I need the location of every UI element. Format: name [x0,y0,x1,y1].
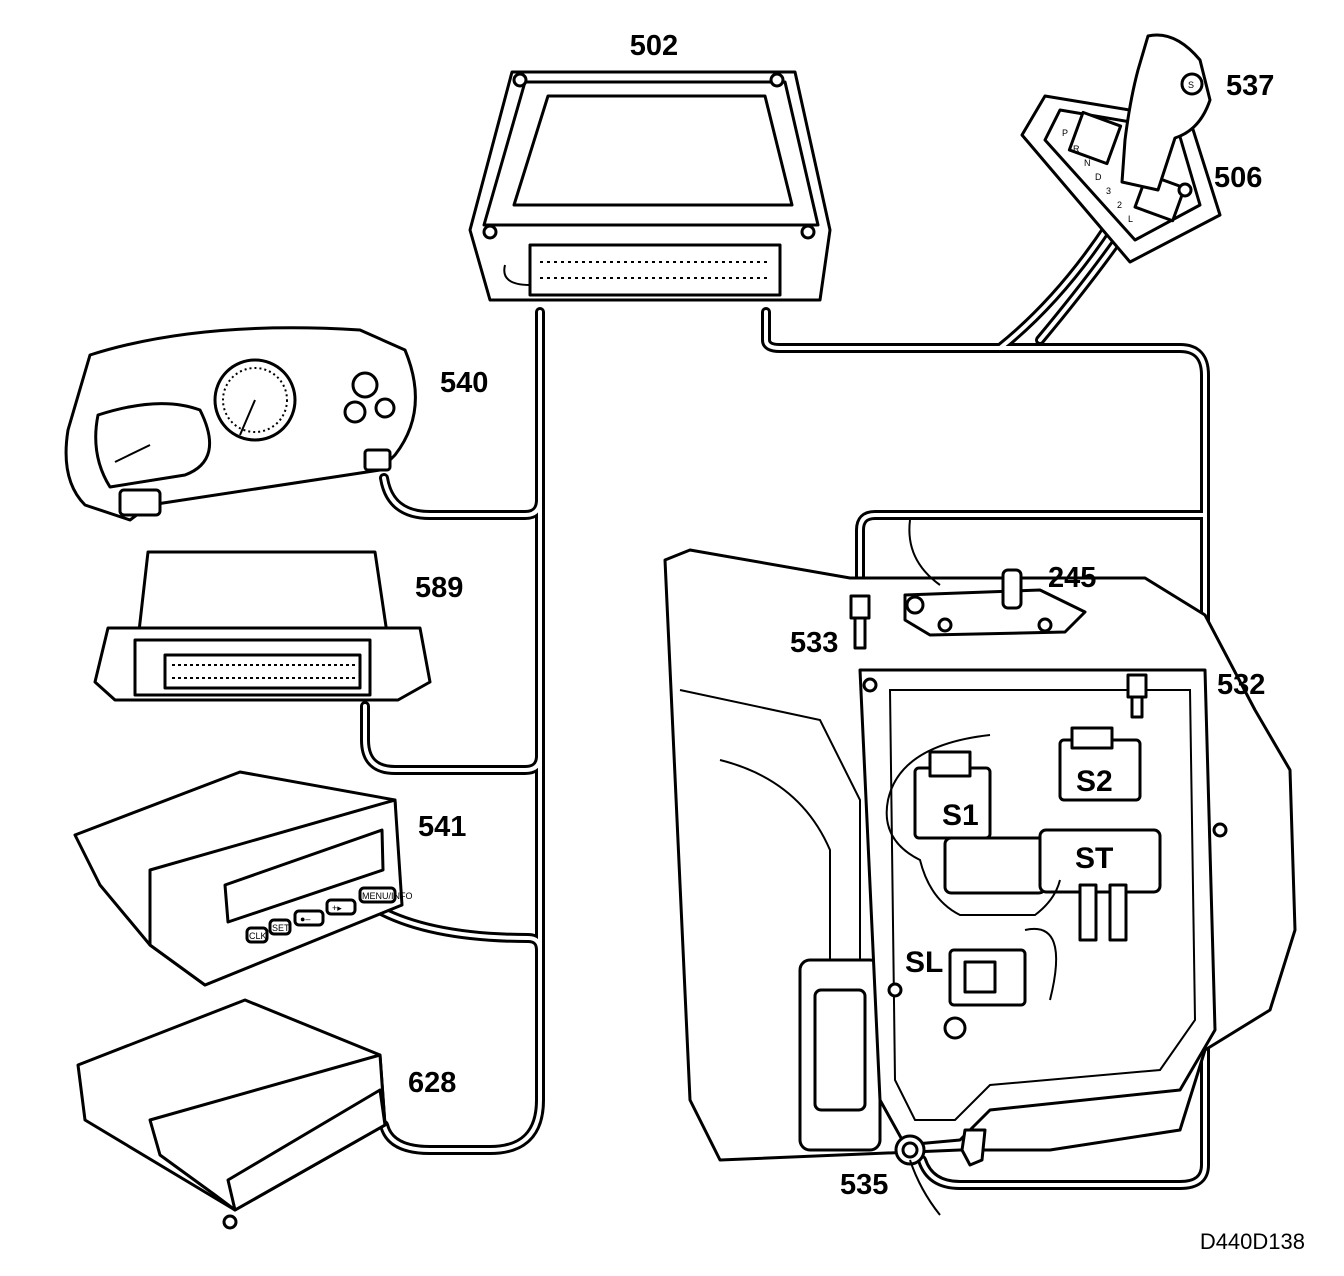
solenoid-labels: S1 S2 ST SL [905,765,1113,979]
callout-gear-knob: 537 [1226,70,1274,102]
module-589 [93,550,432,702]
connector-533 [849,594,871,650]
svg-text:S: S [1188,80,1194,90]
callout-sensor-535: 535 [840,1169,888,1201]
label-sl: SL [905,946,943,979]
svg-text:P: P [1062,128,1068,138]
svg-text:R: R [1073,144,1080,154]
gear-position-marks: P R N D 3 2 L [1062,128,1133,224]
svg-text:+▸: +▸ [332,903,342,913]
display-buttons [245,886,397,944]
callout-labels: 502 537 506 540 589 541 628 245 533 532 … [408,30,1274,1201]
svg-text:SET: SET [272,923,290,933]
module-628 [76,998,387,1230]
solenoid-sl [943,927,1058,1040]
svg-text:2: 2 [1117,200,1122,210]
menu-info-button [358,886,397,904]
callout-ecm: 502 [630,30,678,62]
knob-button-icon [1180,72,1204,96]
svg-text:CLK: CLK [249,931,267,941]
callout-selector: 506 [1214,162,1262,194]
connector-532 [1126,673,1148,719]
reference-code: D440D138 [1200,1229,1305,1254]
callout-display-541: 541 [418,811,466,843]
wiring-harness [360,219,1210,1190]
svg-text:N: N [1084,158,1091,168]
display-unit-541: CLK SET ●– +▸ MENU/INFO [73,770,413,987]
instrument-cluster [64,326,417,522]
callout-position-switch: 245 [1048,562,1096,594]
plus-button [325,898,357,916]
callout-module-628: 628 [408,1067,456,1099]
callout-transmission-harness: 532 [1217,669,1265,701]
ecm-connector-pins [540,261,770,279]
callout-module-589: 589 [415,572,463,604]
svg-text:D: D [1095,172,1102,182]
label-s2: S2 [1076,765,1113,798]
set-button [268,918,292,936]
label-st: ST [1075,842,1113,875]
callout-instrument-cluster: 540 [440,367,488,399]
ecm-module [468,70,832,302]
solenoid-s2 [1058,726,1142,802]
label-s1: S1 [942,799,979,832]
position-switch [903,519,1087,637]
svg-text:3: 3 [1106,186,1111,196]
svg-text:MENU/INFO: MENU/INFO [362,891,413,901]
svg-text:L: L [1128,214,1133,224]
callout-connector-533: 533 [790,627,838,659]
clk-button [245,926,269,944]
solenoid-st [943,828,1162,942]
minus-button [293,909,325,927]
svg-text:●–: ●– [300,914,310,924]
sensor-535 [894,1128,987,1216]
gear-knob: S [1120,33,1212,192]
solenoid-harness [885,734,1061,916]
selector-screw-icon [1177,182,1193,198]
